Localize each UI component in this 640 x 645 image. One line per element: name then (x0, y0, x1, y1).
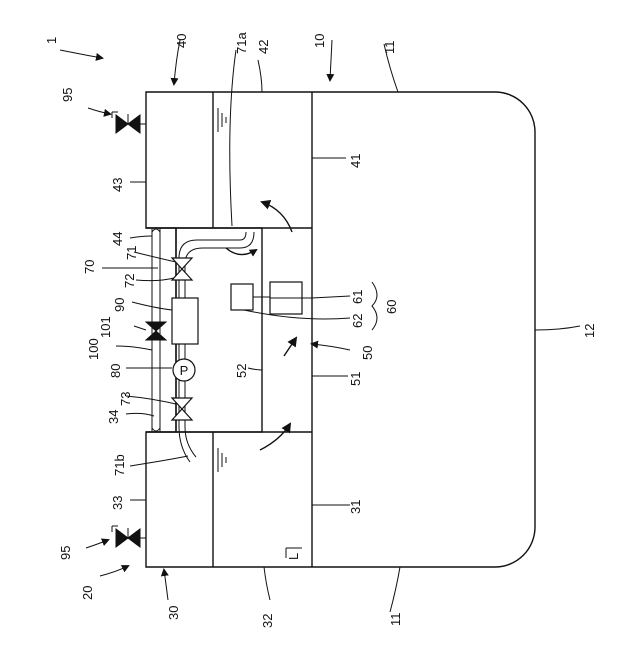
label-12: 12 (582, 324, 597, 338)
label-44: 44 (110, 232, 125, 246)
sensor-62 (231, 284, 253, 310)
pump-label: P (180, 363, 189, 378)
label-101: 101 (98, 316, 113, 338)
label-100: 100 (86, 338, 101, 360)
bypass-valve-icon (146, 322, 166, 340)
pump-circle-icon: P (173, 359, 195, 381)
label-32: 32 (260, 614, 275, 628)
label-1: 1 (44, 37, 59, 44)
vent-valve-icon (112, 112, 146, 133)
label-30: 30 (166, 606, 181, 620)
housing-outline (146, 92, 535, 567)
label-10: 10 (312, 34, 327, 48)
label-41: 41 (348, 154, 363, 168)
label-11-bottom: 11 (388, 613, 403, 627)
label-34: 34 (106, 410, 121, 424)
water-level-icon (218, 108, 226, 132)
flow-arrow-icon (226, 202, 296, 450)
vent-valve-icon (112, 526, 146, 547)
label-61: 61 (350, 290, 365, 304)
label-40: 40 (174, 34, 189, 48)
label-20: 20 (80, 586, 95, 600)
label-72: 72 (122, 274, 137, 288)
filter-90 (172, 298, 198, 344)
valve-icon (172, 398, 192, 420)
label-71b: 71b (112, 454, 127, 476)
label-60: 60 (384, 300, 399, 314)
label-80: 80 (108, 364, 123, 378)
label-71: 71 (124, 246, 139, 260)
label-95-bottom: 95 (58, 546, 73, 560)
label-51: 51 (348, 372, 363, 386)
label-43: 43 (110, 178, 125, 192)
label-95-top: 95 (60, 88, 75, 102)
label-70: 70 (82, 260, 97, 274)
water-level-icon (218, 448, 226, 472)
label-62: 62 (350, 314, 365, 328)
label-11-top: 11 (382, 41, 397, 55)
label-90: 90 (112, 298, 127, 312)
upper-tank (146, 92, 312, 567)
label-73: 73 (118, 392, 133, 406)
label-42: 42 (256, 40, 271, 54)
level-mark-label: L (286, 553, 301, 560)
label-52: 52 (234, 364, 249, 378)
label-33: 33 (110, 496, 125, 510)
lower-tank (146, 432, 312, 567)
label-50: 50 (360, 346, 375, 360)
circulation-pipe-71 (179, 232, 254, 462)
label-31: 31 (348, 500, 363, 514)
label-71a: 71a (234, 32, 249, 54)
